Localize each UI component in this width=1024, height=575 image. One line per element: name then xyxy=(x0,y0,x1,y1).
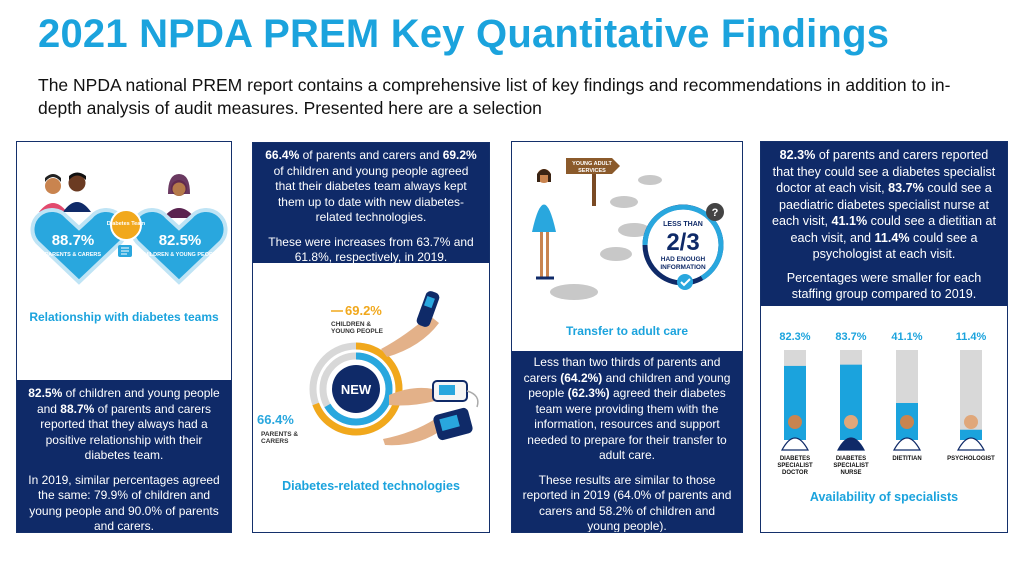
technologies-text-1: 66.4% of parents and carers and 69.2% of… xyxy=(265,148,477,224)
young-adult-services-sign xyxy=(566,158,620,174)
category-label-3: PSYCHOLOGIST xyxy=(947,456,995,462)
specialists-text-box: 82.3% of parents and carers reported tha… xyxy=(761,142,1007,306)
parents-label: PARENTS & CARERS xyxy=(45,252,101,258)
transfer-caption: Transfer to adult care xyxy=(565,324,689,338)
relationship-text-1: 82.5% of children and young people and 8… xyxy=(28,386,220,462)
page-title: 2021 NPDA PREM Key Quantitative Findings xyxy=(38,12,890,56)
children-tech-label-1: CHILDREN & xyxy=(331,321,371,328)
children-tech-value: 69.2% xyxy=(345,303,382,318)
transfer-text-box: Less than two thirds of parents and care… xyxy=(512,351,742,532)
child-person-icon xyxy=(163,174,195,218)
parents-people-icon xyxy=(39,172,91,212)
specialist-head-0 xyxy=(788,415,802,429)
specialist-head-1 xyxy=(844,415,858,429)
technologies-text-2: These were increases from 63.7% and 61.8… xyxy=(268,234,474,265)
transfer-text-2: These results are similar to those repor… xyxy=(522,472,732,533)
bar-track-3 xyxy=(960,350,982,440)
two-thirds-text: 2/3 xyxy=(666,229,699,256)
card-technologies: 66.4% of parents and carers and 69.2% of… xyxy=(252,142,490,533)
specialist-body-2 xyxy=(892,437,922,451)
progress-arc xyxy=(642,204,724,281)
specialists-text-2: Percentages were smaller for each staffi… xyxy=(786,270,982,302)
sign-line-2: SERVICES xyxy=(578,168,606,174)
specialist-body-1 xyxy=(836,437,866,451)
diabetes-team-badge-text: Diabetes Team xyxy=(107,221,146,227)
parents-ring xyxy=(319,352,393,426)
card-specialists: 82.3% of parents and carers reported tha… xyxy=(760,141,1008,533)
bar-value-label-1: 83.7% xyxy=(835,331,866,343)
children-ring xyxy=(309,342,403,436)
card-transfer: YOUNG ADULT SERVICES LESS THAN 2/3 HAD E… xyxy=(511,141,743,533)
parents-value: 88.7% xyxy=(52,232,95,249)
children-tech-label-2: YOUNG PEOPLE xyxy=(331,328,384,335)
parents-tech-value: 66.4% xyxy=(257,412,294,427)
bar-value-label-3: 11.4% xyxy=(956,331,987,343)
children-label: CHILDREN & YOUNG PEOPLE xyxy=(140,252,220,258)
less-than-text: LESS THAN xyxy=(663,221,703,228)
bar-value-label-2: 41.1% xyxy=(891,331,922,343)
enough-info-text-1: HAD ENOUGH xyxy=(661,256,706,263)
specialist-head-2 xyxy=(900,415,914,429)
question-icon xyxy=(706,203,724,221)
glucose-meter-icon xyxy=(389,380,479,408)
specialists-text-1: 82.3% of parents and carers reported tha… xyxy=(771,148,997,261)
specialist-body-3 xyxy=(956,437,986,451)
insulin-pen-icon xyxy=(381,291,440,357)
transfer-illustration: YOUNG ADULT SERVICES LESS THAN 2/3 HAD E… xyxy=(532,158,724,300)
new-badge: NEW xyxy=(341,382,372,397)
parents-tech-label-2: CARERS xyxy=(261,438,289,445)
transfer-text-1: Less than two thirds of parents and care… xyxy=(523,355,731,462)
technologies-illustration: NEW 69.2% CHILDREN & YOUNG PEOPLE 66.4% … xyxy=(257,291,479,446)
relationship-text-box: 82.5% of children and young people and 8… xyxy=(17,380,231,532)
intro-text: The NPDA national PREM report contains a… xyxy=(38,75,951,118)
specialists-caption: Availability of specialists xyxy=(809,490,959,504)
check-icon xyxy=(677,274,693,290)
diabetes-team-badge xyxy=(110,209,142,241)
technologies-caption: Diabetes-related technologies xyxy=(282,479,460,493)
sign-line-1: YOUNG ADULT xyxy=(572,161,612,167)
enough-info-text-2: INFORMATION xyxy=(660,264,706,271)
specialist-body-0 xyxy=(780,437,810,451)
svg-text:PARENTS & CARERS: PARENTS & CARERS xyxy=(45,252,101,258)
technologies-text-box: 66.4% of parents and carers and 69.2% of… xyxy=(253,143,489,265)
svg-text:?: ? xyxy=(712,207,719,219)
relationship-text-2: In 2019, similar percentages agreed the … xyxy=(28,472,220,533)
relationship-caption: Relationship with diabetes teams xyxy=(29,310,219,324)
category-label-2: DIETITIAN xyxy=(892,456,921,462)
bar-3 xyxy=(960,429,982,440)
card-relationship: 88.7% PARENTS & CARERS 82.5% CHILDREN & … xyxy=(16,141,232,533)
children-value: 82.5% xyxy=(159,232,202,249)
young-person-icon xyxy=(532,169,556,280)
insulin-pump-icon xyxy=(383,407,473,446)
bar-value-label-0: 82.3% xyxy=(779,331,810,343)
parents-tech-label-1: PARENTS & xyxy=(261,431,298,438)
relationship-illustration: 88.7% PARENTS & CARERS 82.5% CHILDREN & … xyxy=(30,172,228,285)
specialist-head-3 xyxy=(964,415,978,429)
